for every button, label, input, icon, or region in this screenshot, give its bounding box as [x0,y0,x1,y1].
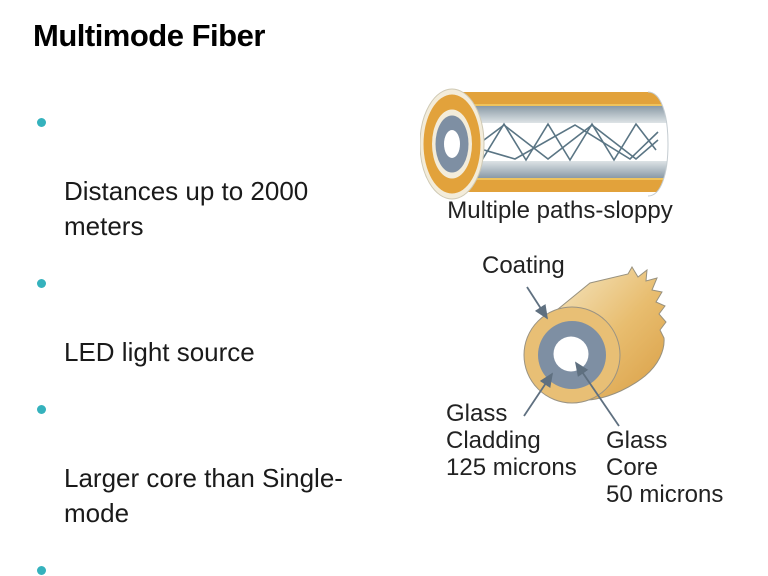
bullet-dot-icon [37,566,46,575]
list-item: LED light source [30,265,420,370]
cladding-band-bottom [452,161,668,178]
page-title: Multimode Fiber [33,18,265,53]
multimode-fiber-side-view-diagram [420,88,669,200]
light-ray-zigzag-icon [459,122,659,162]
coating-band-bottom [452,180,668,192]
list-item: Distances up to 2000 meters [30,104,420,244]
fiber-end-face [420,88,485,200]
list-item: Larger core than Single- mode [30,391,420,531]
bullet-dot-icon [37,279,46,288]
bullet-text: Distances up to 2000 meters [64,176,309,241]
fiber-cross-section-diagram [523,266,667,427]
bullet-list: Distances up to 2000 meters LED light so… [30,104,420,576]
coating-edge-top [452,104,668,106]
coating-label: Coating [482,252,565,279]
bullet-text: Larger core than Single- mode [64,463,343,528]
core-arrow [574,361,620,427]
bullet-dot-icon [37,118,46,127]
cladding-arrow [523,372,553,417]
cylinder-end-cap-edge [647,91,669,197]
cladding-band-top [452,106,668,123]
end-face-core [444,130,460,158]
list-item: Allows more dispersion [30,552,420,576]
core-label: Glass Core 50 microns [606,427,724,508]
bullet-text: LED light source [64,337,255,367]
fiber-cylinder-body [452,92,668,192]
coating-arrow [526,286,548,320]
bullet-dot-icon [37,405,46,414]
coating-edge-bottom [452,178,668,180]
callout-arrows [523,286,620,427]
cladding-label: Glass Cladding 125 microns [446,400,577,481]
coating-band-top [452,92,668,104]
cross-section-core [553,336,589,372]
diagram-caption: Multiple paths-sloppy [447,197,673,224]
